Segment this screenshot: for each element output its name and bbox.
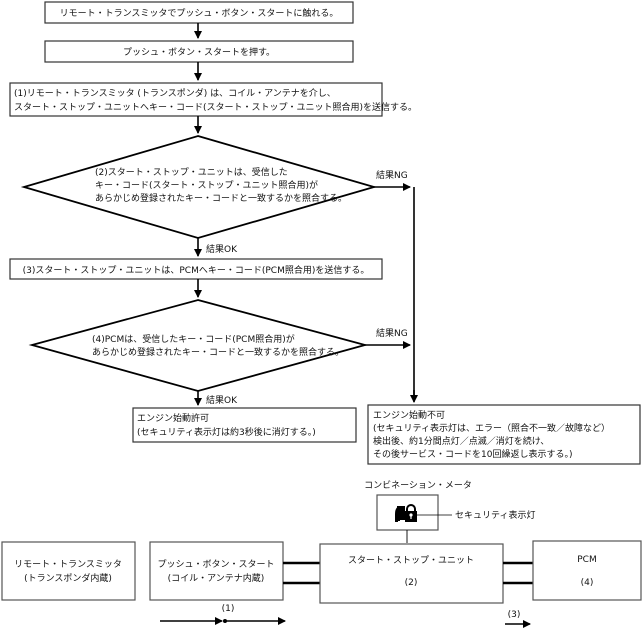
step-touch-box: リモート・トランスミッタでプッシュ・ボタン・スタートに触れる。 (44, 1, 354, 24)
ng-label-1: 結果NG (376, 169, 408, 181)
result-ok-line2: (セキュリティ表示灯は約3秒後に消灯する。) (137, 426, 316, 438)
arrow3-label: (3) (508, 610, 521, 620)
result-ng-line1: エンジン始動不可 (373, 409, 445, 421)
pcm-label-2: (4) (581, 578, 594, 588)
ng-label-2: 結果NG (376, 327, 408, 339)
car-lock-icon (395, 504, 417, 522)
step2-text-line3: あらかじめ登録されたキー・コードと一致するかを照合する。 (95, 192, 347, 204)
arrow1-label: (1) (222, 604, 235, 614)
transmitter-label-1: リモート・トランスミッタ (14, 559, 122, 570)
result-ng-line2: (セキュリティ表示灯は、エラー（照合不一致／故障など） (373, 422, 610, 434)
unit-label-1: スタート・ストップ・ユニット (348, 555, 474, 566)
ok-label-2: 結果OK (206, 394, 238, 406)
remote-transmitter-box: リモート・トランスミッタ (トランスポンダ内蔵) (1, 541, 136, 601)
transmitter-label-2: (トランスポンダ内蔵) (24, 572, 112, 584)
step2-decision: (2)スタート・ストップ・ユニットは、受信した キー・コード(スタート・ストップ… (20, 135, 378, 239)
step1-text-line2: スタート・ストップ・ユニットへキー・コード(スタート・ストップ・ユニット照合用)… (14, 101, 417, 113)
step4-decision: (4)PCMは、受信したキー・コード(PCM照合用)が あらかじめ登録されたキー… (28, 299, 369, 392)
step4-text-line2: あらかじめ登録されたキー・コードと一致するかを照合する。 (92, 346, 344, 358)
security-lamp-label: セキュリティ表示灯 (455, 509, 535, 521)
combination-meter-box (376, 494, 439, 531)
step2-text-line2: キー・コード(スタート・ストップ・ユニット照合用)が (95, 179, 318, 191)
result-ok-line1: エンジン始動許可 (137, 412, 209, 424)
step-touch-text: リモート・トランスミッタでプッシュ・ボタン・スタートに触れる。 (60, 7, 339, 19)
step2-text-line1: (2)スタート・ストップ・ユニットは、受信した (95, 166, 288, 178)
step4-text-line1: (4)PCMは、受信したキー・コード(PCM照合用)が (92, 333, 295, 345)
step-press-text: プッシュ・ボタン・スタートを押す。 (123, 46, 275, 58)
push-button-label-2: (コイル・アンテナ内蔵) (168, 572, 265, 584)
unit-label-2: (2) (405, 578, 418, 588)
step-press-box: プッシュ・ボタン・スタートを押す。 (44, 40, 354, 63)
push-button-start-box: プッシュ・ボタン・スタート (コイル・アンテナ内蔵) (149, 541, 284, 601)
result-ok-box: エンジン始動許可 (セキュリティ表示灯は約3秒後に消灯する。) (132, 407, 357, 443)
result-ng-line3: 検出後、約1分間点灯／点滅／消灯を続け、 (373, 435, 549, 447)
pcm-box: PCM (4) (532, 540, 642, 601)
start-stop-unit-box: スタート・ストップ・ユニット (2) (319, 543, 504, 604)
result-ng-box: エンジン始動不可 (セキュリティ表示灯は、エラー（照合不一致／故障など） 検出後… (367, 404, 641, 465)
meter-label: コンビネーション・メータ (364, 480, 472, 491)
step3-box: (3)スタート・ストップ・ユニットは、PCMへキー・コード(PCM照合用)を送信… (9, 258, 383, 280)
step1-text-line1: (1)リモート・トランスミッタ (トランスポンダ) は、コイル・アンテナを介し、 (14, 87, 336, 99)
step1-box: (1)リモート・トランスミッタ (トランスポンダ) は、コイル・アンテナを介し、… (9, 82, 417, 117)
step3-text: (3)スタート・ストップ・ユニットは、PCMへキー・コード(PCM照合用)を送信… (23, 264, 370, 276)
result-ng-line4: その後サービス・コードを10回繰返し表示する。) (373, 448, 572, 460)
ok-label-1: 結果OK (206, 243, 238, 255)
push-button-label-1: プッシュ・ボタン・スタート (157, 559, 274, 570)
pcm-label-1: PCM (577, 555, 596, 565)
